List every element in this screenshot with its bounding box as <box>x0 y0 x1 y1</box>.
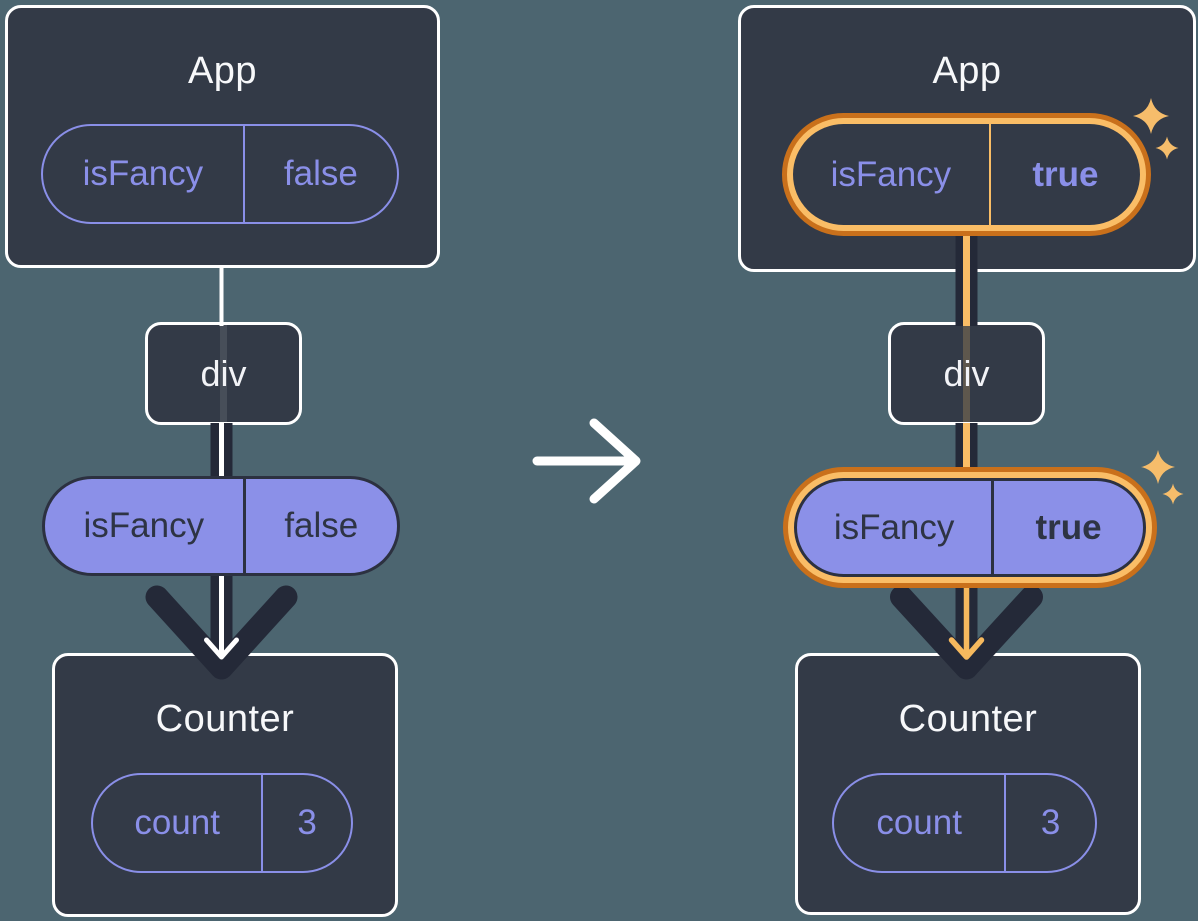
sparkle-icon <box>1162 483 1184 505</box>
sparkle-icon <box>1141 450 1175 484</box>
div-node: div <box>888 322 1045 425</box>
state-name: count <box>834 775 1007 871</box>
transition-arrow-icon <box>532 418 641 504</box>
div-node: div <box>145 322 302 425</box>
state-value: 3 <box>1040 803 1061 842</box>
div-node-label: div <box>200 352 247 394</box>
connectors-after <box>890 230 1043 680</box>
flow-arrowhead <box>204 573 239 660</box>
passed-prop-pill: isFancy true <box>794 478 1146 577</box>
counter-node-title: Counter <box>898 698 1038 740</box>
counter-node: Counter count 3 <box>52 653 398 917</box>
prop-name: isFancy <box>43 126 245 222</box>
count-state-pill: count 3 <box>91 773 353 873</box>
prop-value: false <box>283 154 358 193</box>
app-node-title: App <box>187 50 258 92</box>
connector-passthrough <box>963 325 970 422</box>
div-node-label: div <box>943 352 990 394</box>
counter-node-title: Counter <box>155 698 295 740</box>
app-prop-pill: isFancy false <box>41 124 399 224</box>
prop-name: isFancy <box>45 479 246 573</box>
app-prop-pill: isFancy true <box>793 124 1140 225</box>
state-value: 3 <box>297 803 317 842</box>
counter-node: Counter count 3 <box>795 653 1141 915</box>
highlight-ring: isFancy true <box>783 467 1157 588</box>
prop-value: true <box>1035 507 1102 547</box>
app-node-title: App <box>932 50 1002 92</box>
prop-name: isFancy <box>797 481 995 574</box>
state-name: count <box>93 775 264 871</box>
connector-passthrough <box>220 325 227 422</box>
flow-arrowhead <box>948 583 985 660</box>
passed-prop-pill: isFancy false <box>42 476 400 576</box>
count-state-pill: count 3 <box>832 773 1097 873</box>
app-node: App isFancy true <box>738 5 1196 272</box>
app-node: App isFancy false <box>5 5 440 268</box>
prop-name: isFancy <box>793 124 991 225</box>
highlight-ring: isFancy true <box>782 113 1151 236</box>
prop-value: false <box>284 506 359 545</box>
prop-value: true <box>1032 154 1099 194</box>
